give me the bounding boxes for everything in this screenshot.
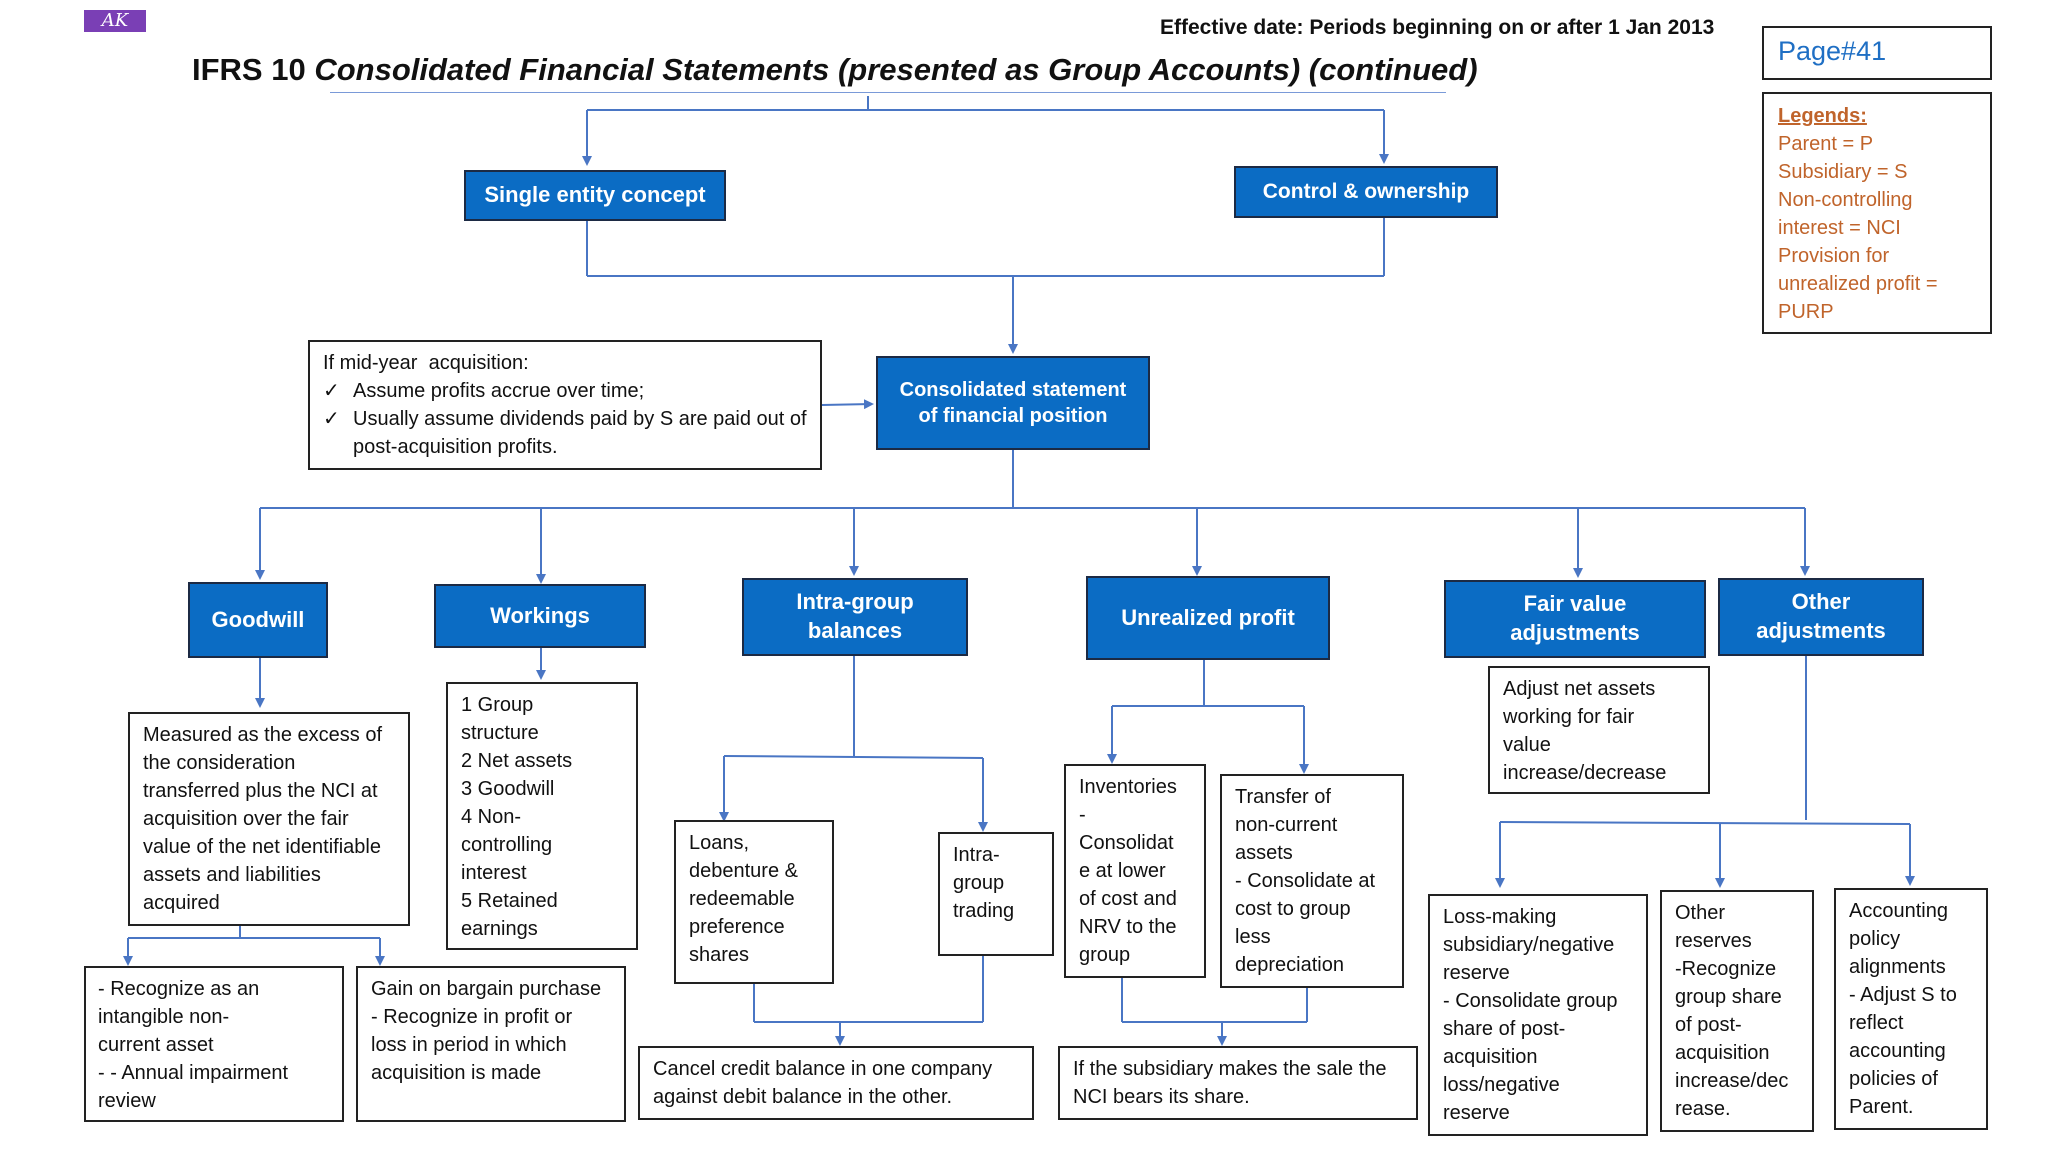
- mid-year-item: ✓Assume profits accrue over time;: [323, 377, 807, 405]
- legend-item: Subsidiary = S: [1778, 161, 1908, 183]
- transfer-nca-note: Transfer of non-current assets - Consoli…: [1220, 774, 1404, 988]
- cancel-balance-note: Cancel credit balance in one company aga…: [638, 1046, 1034, 1120]
- goodwill-node: Goodwill: [188, 582, 328, 658]
- single-entity-node: Single entity concept: [464, 170, 726, 221]
- title-italic: Consolidated Financial Statements (prese…: [314, 52, 1478, 87]
- checkmark-icon: ✓: [323, 380, 340, 402]
- other-reserves-note: Other reserves -Recognize group share of…: [1660, 890, 1814, 1132]
- nci-share-note: If the subsidiary makes the sale the NCI…: [1058, 1046, 1418, 1120]
- bargain-purchase: Gain on bargain purchase - Recognize in …: [356, 966, 626, 1122]
- workings-node: Workings: [434, 584, 646, 648]
- consolidated-sofp-node: Consolidated statement of financial posi…: [876, 356, 1150, 450]
- unrealized-profit-node: Unrealized profit: [1086, 576, 1330, 660]
- loss-making-subsidiary-note: Loss-making subsidiary/negative reserve …: [1428, 894, 1648, 1136]
- goodwill-definition: Measured as the excess of the considerat…: [128, 712, 410, 926]
- page-title: IFRS 10 Consolidated Financial Statement…: [192, 52, 1478, 88]
- legend-item: Non-controlling interest = NCI: [1778, 189, 1913, 239]
- fair-value-node: Fair value adjustments: [1444, 580, 1706, 658]
- other-adjustments-node: Other adjustments: [1718, 578, 1924, 656]
- workings-list: 1 Group structure 2 Net assets 3 Goodwil…: [446, 682, 638, 950]
- intra-group-trading: Intra- group trading: [938, 832, 1054, 956]
- title-underline: [330, 92, 1446, 93]
- loans-debentures: Loans, debenture & redeemable preference…: [674, 820, 834, 984]
- accounting-policy-note: Accounting policy alignments - Adjust S …: [1834, 888, 1988, 1130]
- page-number: Page#41: [1762, 26, 1992, 80]
- legend-item: Parent = P: [1778, 133, 1874, 155]
- checkmark-icon: ✓: [323, 408, 340, 430]
- legend: Legends: Parent = P Subsidiary = S Non-c…: [1762, 92, 1992, 334]
- mid-year-acquisition-note: If mid-year acquisition: ✓Assume profits…: [308, 340, 822, 470]
- control-ownership-node: Control & ownership: [1234, 166, 1498, 218]
- effective-date: Effective date: Periods beginning on or …: [1160, 16, 1715, 39]
- title-prefix: IFRS 10: [192, 52, 315, 87]
- fair-value-note: Adjust net assets working for fair value…: [1488, 666, 1710, 794]
- mid-year-heading: If mid-year acquisition:: [323, 352, 529, 374]
- goodwill-recognition: - Recognize as an intangible non- curren…: [84, 966, 344, 1122]
- legend-item: Provision for unrealized profit = PURP: [1778, 245, 1938, 323]
- inventories-note: Inventories - Consolidat e at lower of c…: [1064, 764, 1206, 978]
- legend-heading: Legends:: [1778, 105, 1867, 127]
- author-logo: AK: [84, 10, 146, 32]
- intra-group-node: Intra-group balances: [742, 578, 968, 656]
- mid-year-item: ✓Usually assume dividends paid by S are …: [323, 405, 807, 461]
